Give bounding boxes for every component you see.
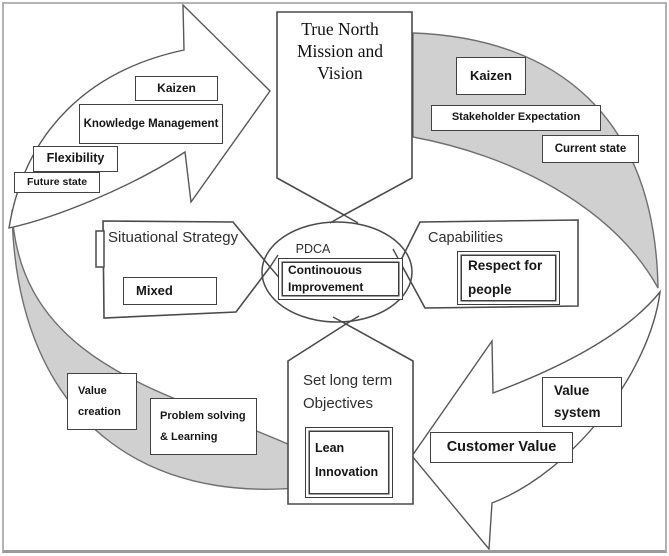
label-value-creation: Value creation [67, 373, 137, 430]
label-value-system: Value system [542, 377, 622, 427]
house-peak-lines [332, 315, 360, 325]
capabilities-pentagon [399, 219, 579, 309]
true-north-title: True North Mission and Vision [296, 19, 384, 83]
label-knowledge-management: Knowledge Management [79, 104, 223, 144]
set-long-term-objectives-heading: Set long term Objectives [303, 372, 393, 412]
gray-crescent-top-right [412, 32, 659, 289]
respect-for-people-box: Respect for people [457, 251, 560, 305]
curved-arrow-bottom-right [411, 289, 661, 551]
lean-innovation-box: Lean Innovation [305, 427, 393, 498]
true-north-banner [276, 11, 413, 216]
banner-point-lines [329, 214, 359, 224]
mixed-box: Mixed [123, 277, 217, 305]
label-flexibility: Flexibility [33, 146, 118, 172]
continuous-improvement-box: Continouous Improvement [278, 258, 403, 300]
label-current-state: Current state [542, 135, 639, 163]
label-customer-value: Customer Value [430, 432, 573, 463]
label-kaizen-left: Kaizen [135, 76, 218, 101]
label-stakeholder-expectation: Stakeholder Expectation [431, 105, 601, 131]
label-kaizen-right: Kaizen [456, 57, 526, 95]
label-future-state: Future state [14, 172, 100, 193]
capabilities-heading: Capabilities [428, 230, 503, 246]
situational-strategy-heading: Situational Strategy [108, 229, 239, 246]
situational-left-tab [95, 230, 105, 268]
label-problem-solving-learning: Problem solving & Learning [150, 398, 257, 455]
situational-strategy-pentagon [102, 220, 272, 319]
pdca-label: PDCA [295, 242, 331, 256]
pdca-ellipse [261, 221, 413, 323]
